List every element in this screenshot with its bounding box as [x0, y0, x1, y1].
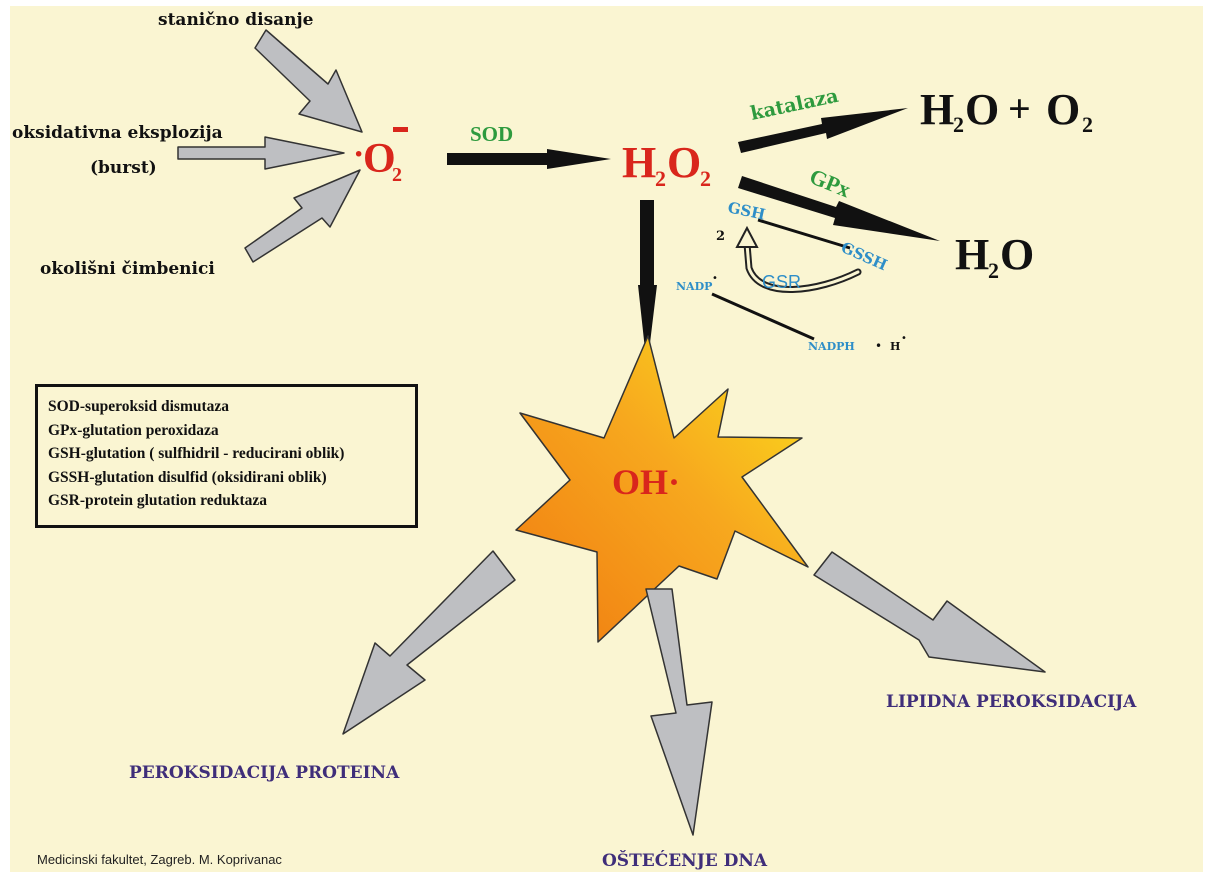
- label-nadp: NADP: [676, 280, 712, 293]
- label-h-dot: •: [901, 333, 907, 344]
- superoxide-sub: 2: [392, 164, 402, 186]
- h2o2-o: O: [667, 138, 701, 187]
- arrow-to-hydroxyl: [638, 200, 657, 368]
- superoxide-dot: ·: [353, 136, 364, 173]
- gsr-arrowhead: [735, 225, 759, 248]
- label-dna-damage: OŠTEĆENJE DNA: [602, 850, 768, 871]
- arrow-lipid-peroxidation: [813, 551, 1046, 673]
- nadp-nadph-line: [711, 292, 815, 341]
- legend-item: GSH-glutation ( sulfhidril - reducirani …: [48, 445, 345, 462]
- h2o-o: O: [1000, 230, 1034, 279]
- label-nadp-dot: •: [712, 273, 718, 284]
- enzyme-sod: SOD: [470, 122, 513, 146]
- credit-text: Medicinski fakultet, Zagreb. M. Koprivan…: [37, 852, 282, 867]
- h2o-h: H: [955, 230, 989, 279]
- label-cell-respiration: stanično disanje: [158, 10, 314, 30]
- legend-item: GSR-protein glutation reduktaza: [48, 492, 268, 509]
- legend-item: GSSH-glutation disulfid (oksidirani obli…: [48, 468, 327, 486]
- label-burst: (burst): [90, 158, 157, 178]
- h2o-o2-o: O: [965, 85, 999, 134]
- superoxide-charge: [393, 127, 408, 132]
- arrow-dna-damage: [645, 588, 713, 836]
- label-nadph-dot: •: [875, 339, 882, 353]
- label-h: H: [890, 340, 900, 353]
- h2o-o2-s1: 2: [953, 112, 964, 137]
- label-environmental: okolišni čimbenici: [40, 259, 215, 279]
- gsr-curve-arrow-inner: [745, 242, 860, 291]
- label-oxidative-burst: oksidativna eksplozija: [12, 123, 223, 143]
- arrow-catalase: [738, 108, 908, 153]
- arrow-oxidative-burst: [177, 136, 345, 170]
- label-nadph: NADPH: [808, 340, 855, 353]
- h2o2-s1: 2: [655, 166, 666, 191]
- h2o2-s2: 2: [700, 166, 711, 191]
- arrow-protein-peroxidation: [342, 550, 516, 735]
- label-gsh-coefficient: 2: [716, 229, 725, 244]
- h2o-s1: 2: [988, 258, 999, 283]
- water-label: H 2 O: [955, 230, 1034, 283]
- legend-item: SOD-superoksid dismutaza: [48, 398, 230, 415]
- arrow-sod: [447, 149, 611, 169]
- abbreviation-legend: SOD-superoksid dismutaza GPx-glutation p…: [35, 384, 418, 528]
- superoxide-label: · O 2: [353, 136, 402, 186]
- superoxide-o: O: [363, 136, 396, 182]
- label-protein-peroxidation: PEROKSIDACIJA PROTEINA: [129, 763, 400, 783]
- label-lipid-peroxidation: LIPIDNA PEROKSIDACIJA: [886, 692, 1137, 712]
- hydroxyl-label: OH·: [612, 462, 680, 502]
- gsh-gssh-line: [757, 218, 851, 250]
- hydroxyl-explosion: [515, 335, 809, 643]
- arrow-gpx: [738, 176, 940, 241]
- legend-item: GPx-glutation peroxidaza: [48, 421, 219, 439]
- h2o-o2-s3: 2: [1082, 112, 1093, 137]
- h2o-o2-o2: O: [1046, 85, 1080, 134]
- water-oxygen-label: H 2 O + O 2: [920, 85, 1093, 137]
- h2o-o2-h: H: [920, 85, 954, 134]
- arrow-cell-respiration: [254, 29, 363, 133]
- h2o-o2-plus: +: [1008, 86, 1031, 131]
- label-gsr: GSR: [762, 272, 801, 292]
- h2o2-h: H: [622, 138, 656, 187]
- hydrogen-peroxide-label: H 2 O 2: [622, 138, 711, 191]
- arrow-environmental: [244, 169, 361, 263]
